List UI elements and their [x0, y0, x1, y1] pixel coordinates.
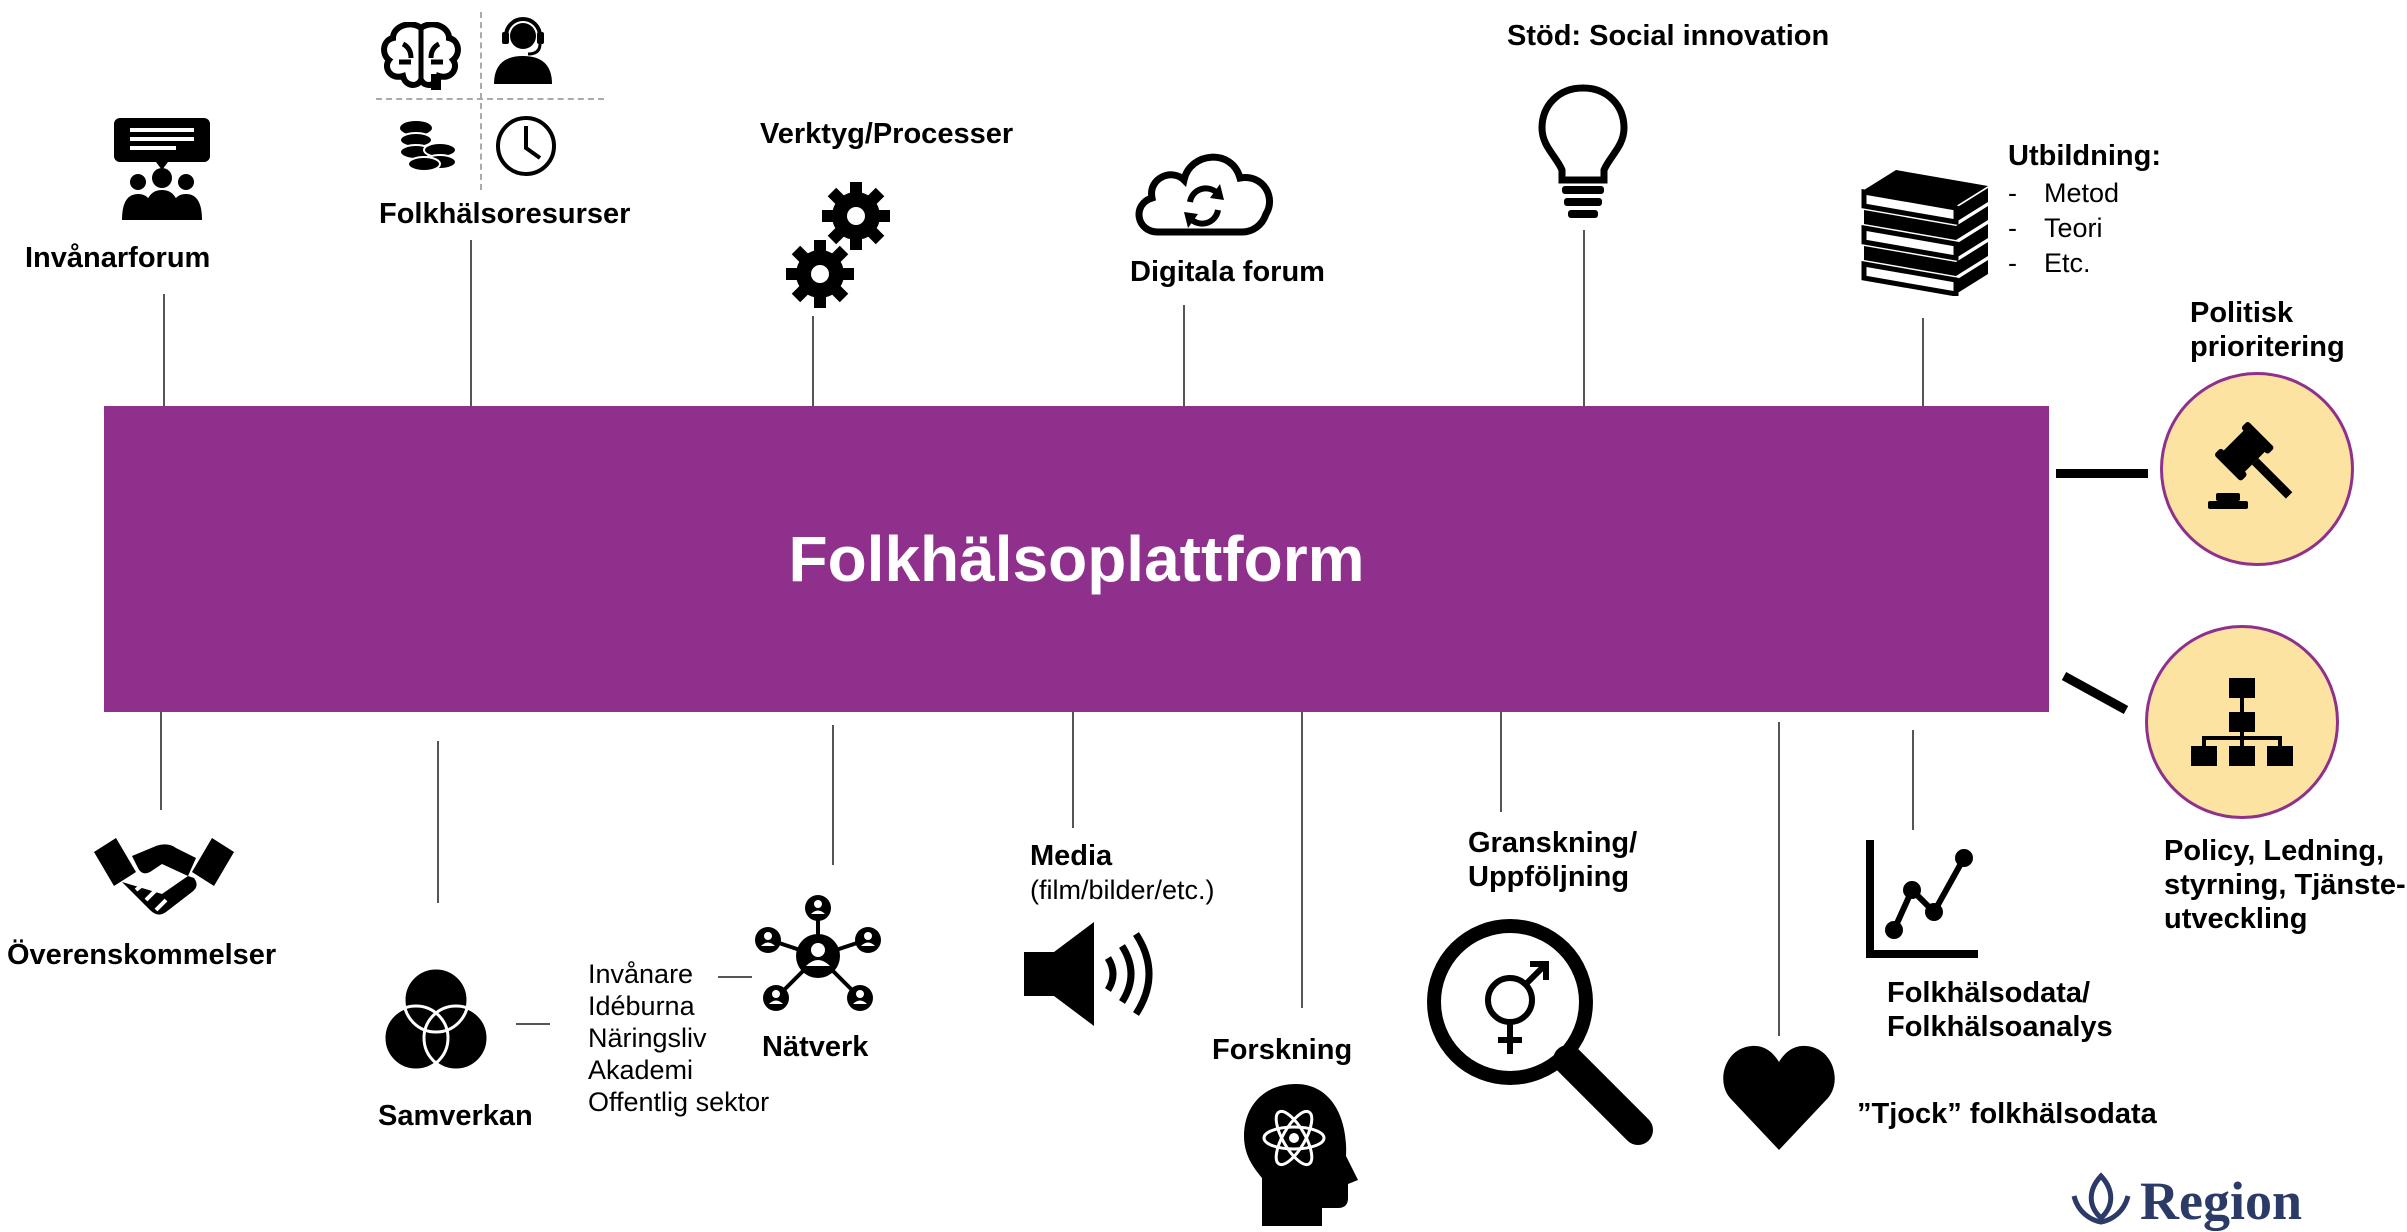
samverkan-list-item: Invånare [588, 959, 694, 989]
label-forskning: Forskning [1212, 1034, 1353, 1066]
platform-bar: Folkhälsoplattform [104, 406, 2049, 712]
label-granskning-1: Granskning/ [1468, 827, 1638, 859]
atom-head-icon [1244, 1084, 1358, 1226]
connector-folkhalsoresurser [470, 240, 472, 406]
gears-icon [786, 182, 890, 308]
label-invanarforum: Invånarforum [25, 242, 211, 274]
label-granskning-2: Uppföljning [1468, 861, 1630, 893]
utbildning-list: -Metod -Teori -Etc. [2008, 176, 2119, 281]
connector-granskning [1500, 712, 1502, 812]
samverkan-list-item: Idéburna [588, 991, 695, 1021]
label-digitala-forum: Digitala forum [1130, 256, 1325, 288]
connector-natverk [832, 725, 834, 865]
connector-forskning [1301, 712, 1303, 1008]
cloud-sync-icon [1135, 153, 1274, 236]
gender-magnifier-icon [1427, 919, 1653, 1145]
coins-icon [399, 121, 457, 172]
org-chart-icon [2191, 678, 2293, 766]
connector-tjock [1778, 722, 1780, 1036]
label-media: Media [1030, 840, 1113, 872]
label-natverk: Nätverk [762, 1031, 869, 1063]
label-verktyg: Verktyg/Processer [760, 118, 1014, 150]
label-overenskommelser: Överenskommelser [7, 939, 277, 971]
samverkan-list-item: Akademi [588, 1055, 694, 1085]
label-policy-1: Policy, Ledning, [2164, 835, 2385, 867]
clock-icon [496, 116, 556, 176]
utbildning-item: -Etc. [2008, 248, 2091, 278]
connector-politisk [2056, 469, 2148, 478]
logo-icon [2071, 1172, 2131, 1225]
forum-icon [114, 118, 210, 220]
lightbulb-icon [1538, 84, 1628, 218]
brain-icon [381, 22, 461, 90]
label-politisk-1: Politisk [2190, 297, 2294, 329]
books-icon [1861, 170, 1988, 296]
connector-samverkan-list [516, 1023, 550, 1025]
connector-list-natverk [718, 976, 752, 978]
label-samverkan: Samverkan [378, 1100, 533, 1132]
connector-utbildning [1922, 318, 1924, 416]
connector-folkhalsodata [1912, 730, 1914, 830]
platform-title: Folkhälsoplattform [788, 523, 1365, 595]
samverkan-list-item: Näringsliv [588, 1023, 707, 1053]
connector-overenskommelser [160, 712, 162, 810]
resource-grid-hline [376, 98, 604, 100]
label-politisk-2: prioritering [2190, 331, 2345, 363]
policy-circle [2145, 625, 2339, 819]
connector-policy [2061, 672, 2129, 714]
speaker-icon [1024, 922, 1153, 1026]
logo-text: Region [2140, 1171, 2302, 1231]
connector-digitala-forum [1183, 305, 1185, 406]
label-folkhalsodata-2: Folkhälsoanalys [1887, 1011, 2113, 1043]
label-stod: Stöd: Social innovation [1507, 20, 1830, 52]
resource-grid-vline [480, 12, 482, 190]
label-policy-2: styrning, Tjänste- [2164, 869, 2406, 901]
venn-icon [382, 966, 490, 1072]
network-icon [755, 895, 881, 1011]
label-folkhalsodata-1: Folkhälsodata/ [1887, 977, 2091, 1009]
gavel-icon [2208, 422, 2293, 509]
connector-verktyg [812, 316, 814, 406]
connector-media [1072, 712, 1074, 828]
line-chart-icon [1866, 840, 1978, 958]
support-agent-icon [494, 17, 552, 84]
samverkan-list-item: Offentlig sektor [588, 1087, 770, 1117]
label-media-sub: (film/bilder/etc.) [1030, 875, 1215, 905]
connector-samverkan [437, 741, 439, 903]
connector-stod [1583, 230, 1585, 406]
connector-invanarforum [163, 294, 165, 406]
utbildning-item: -Teori [2008, 213, 2103, 243]
heart-icon [1723, 1045, 1835, 1150]
handshake-icon [94, 838, 234, 915]
utbildning-item: -Metod [2008, 178, 2120, 208]
label-policy-3: utveckling [2164, 903, 2308, 935]
label-folkhalsoresurser: Folkhälsoresurser [379, 198, 631, 230]
politisk-circle [2160, 372, 2354, 566]
label-tjock: ”Tjock” folkhälsodata [1857, 1098, 2157, 1130]
label-utbildning: Utbildning: [2008, 140, 2162, 172]
